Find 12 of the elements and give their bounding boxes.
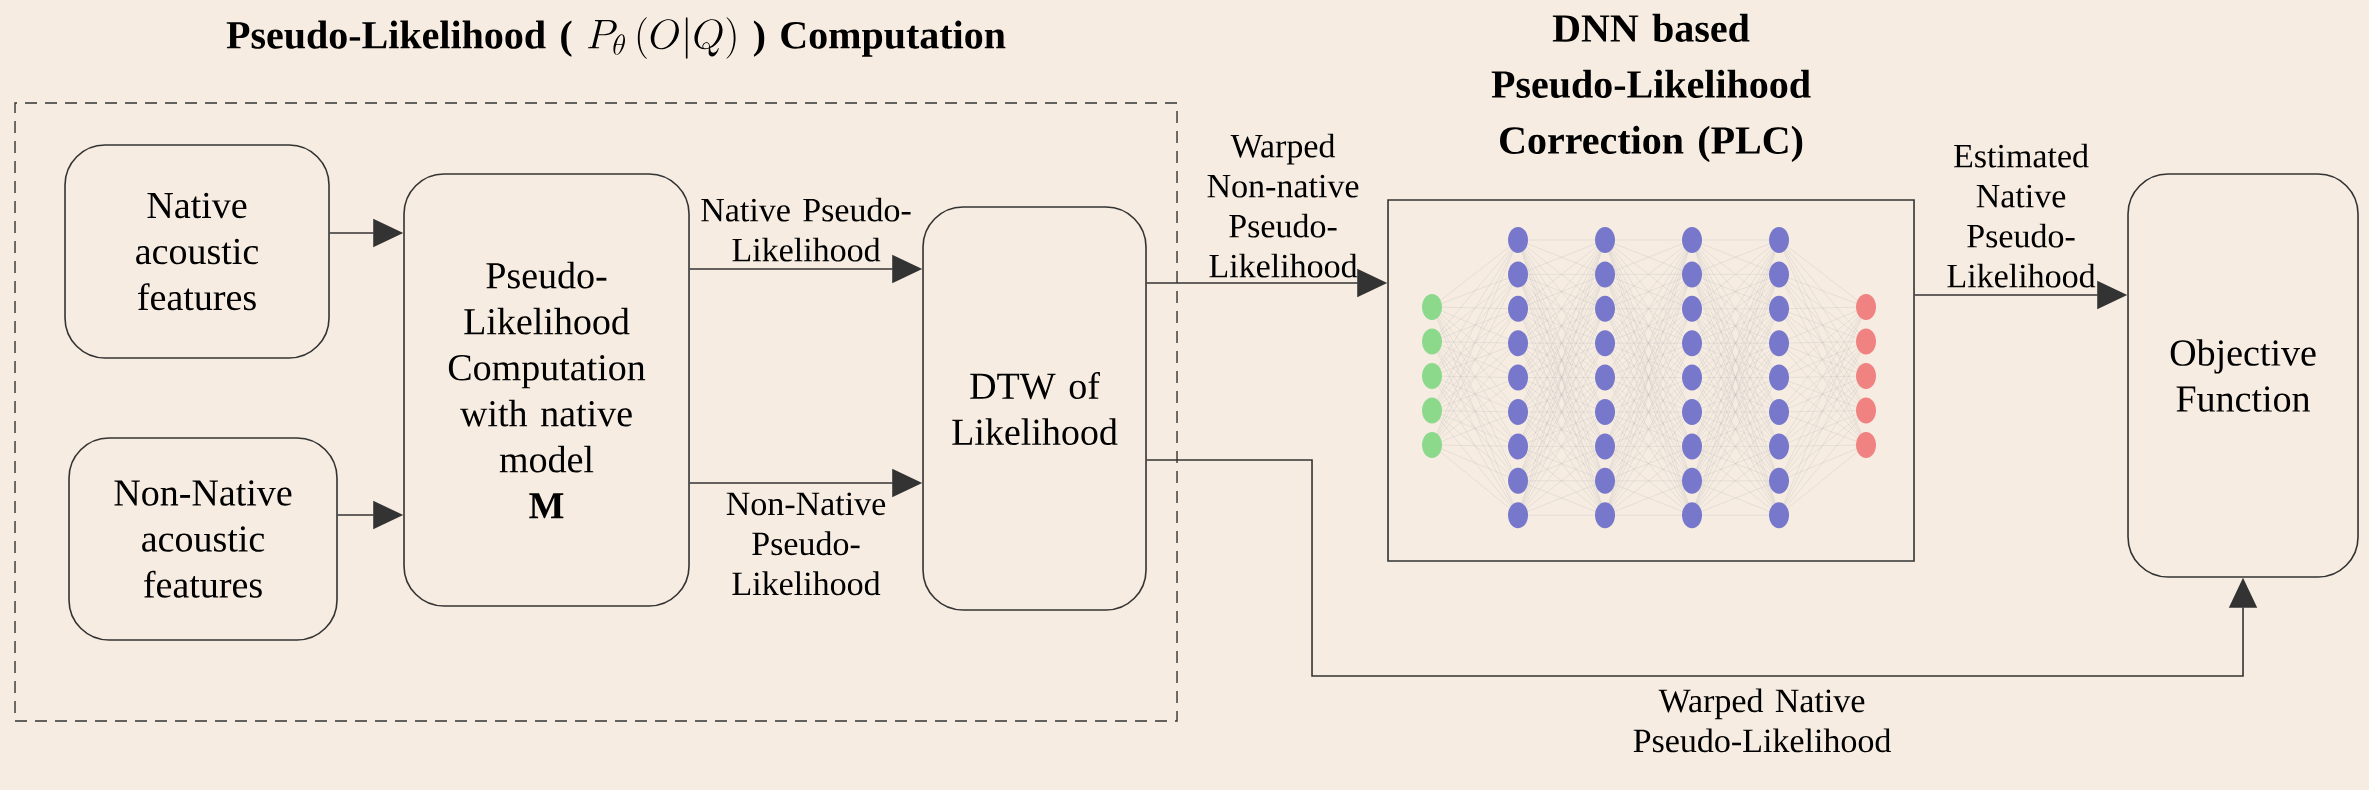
process-box: Non-Native acoustic features [68,437,338,641]
process-box: Native acoustic features [64,144,330,359]
edge-label: Non-Native Pseudo-Likelihood [726,492,886,596]
process-box: DTW of Likelihood [922,206,1147,611]
process-box: Pseudo-Likelihood Computation with native model M [403,173,690,607]
edge-label: Warped Non-native Pseudo-Likelihood [1207,133,1359,278]
edge-label: Warped Native Pseudo-Likelihood [1633,688,1891,753]
process-box: Objective Function [2127,173,2359,578]
panel-heading: DNN based Pseudo-Likelihood Correction (PLC) [1491,13,1811,163]
edge-label: Native Pseudo-Likelihood [701,197,911,262]
group-title: Pseudo-Likelihood ( $P_{\theta}\left(O\middle|Q\right)$ ) Computation [226,17,1006,59]
edge-label: Estimated Native Pseudo-Likelihood [1947,143,2096,288]
